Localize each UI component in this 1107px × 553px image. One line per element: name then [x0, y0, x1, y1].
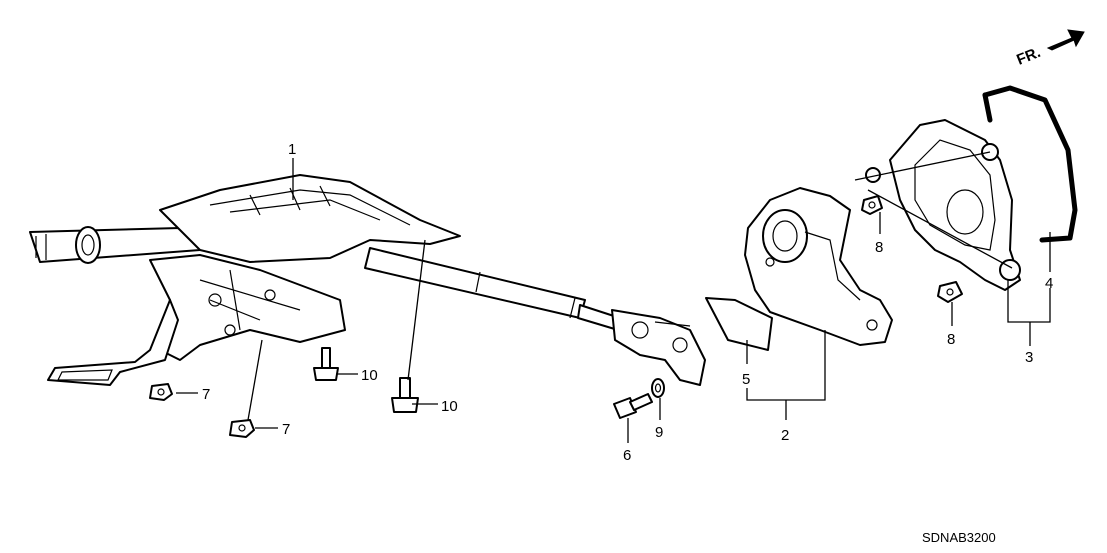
- callout-7-center: 7: [282, 421, 290, 438]
- callout-5: 5: [742, 371, 750, 388]
- nut-8-lower: [937, 281, 963, 303]
- nut-7-center: [229, 419, 255, 438]
- bolt-10-upper: [313, 347, 339, 381]
- callout-2: 2: [781, 427, 789, 444]
- front-direction-indicator: FR.: [1014, 29, 1085, 69]
- front-arrow-icon: [1046, 29, 1085, 51]
- callout-9: 9: [655, 424, 663, 441]
- callout-1: 1: [288, 141, 296, 158]
- callout-4: 4: [1045, 275, 1053, 292]
- callout-8-lower: 8: [947, 331, 955, 348]
- bolt-6: [613, 393, 653, 419]
- column-cover-2: [744, 187, 893, 346]
- gasket-3: [982, 85, 1078, 243]
- callout-3: 3: [1025, 349, 1033, 366]
- callout-10-lower: 10: [441, 398, 458, 415]
- callout-6: 6: [623, 447, 631, 464]
- steering-column-assembly: [29, 174, 706, 386]
- drawing-code: SDNAB3200: [922, 530, 996, 545]
- callout-7-left: 7: [202, 386, 210, 403]
- direction-label: FR.: [1014, 44, 1043, 69]
- bolt-10-lower: [391, 377, 419, 413]
- nut-8-upper: [861, 195, 883, 215]
- washer-9: [651, 378, 665, 398]
- callout-labels: 1 2 3 4 5 6 7 7 8 8 9 10 10: [202, 141, 1053, 464]
- callout-10-upper: 10: [361, 367, 378, 384]
- nut-7-left: [149, 383, 173, 401]
- seal-5: [705, 297, 773, 351]
- callout-8-upper: 8: [875, 239, 883, 256]
- leader-lines: [176, 151, 1051, 443]
- dust-seal-4: [865, 119, 1021, 291]
